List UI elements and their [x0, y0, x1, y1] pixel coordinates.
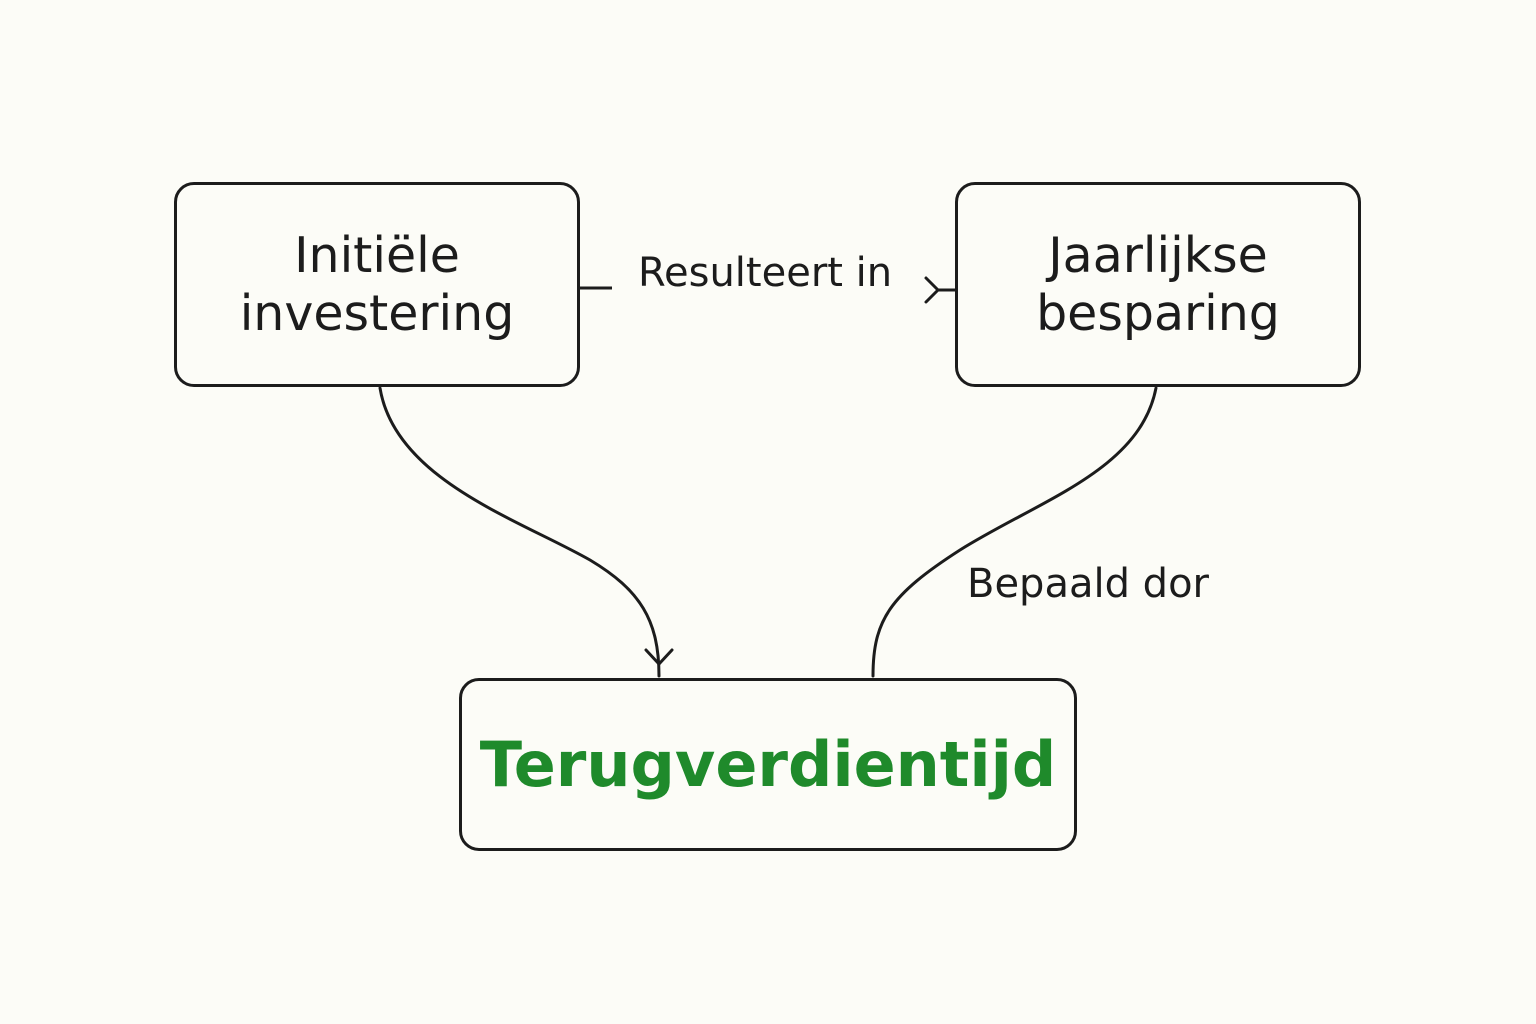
edge-line-investment-to-payback	[378, 386, 661, 678]
node-annual-savings-line2: besparing	[1036, 284, 1280, 342]
node-initial-investment-line2: investering	[239, 284, 515, 342]
edge-line-savings-to-payback	[871, 386, 1158, 678]
node-annual-savings: Jaarlijkse besparing	[955, 182, 1361, 387]
edge-label-results-in: Resulteert in	[638, 250, 893, 296]
edge-label-determined-by: Bepaald dor	[967, 561, 1209, 607]
node-initial-investment-line1: Initiële	[294, 226, 460, 284]
node-initial-investment: Initiële investering	[174, 182, 580, 387]
node-annual-savings-line1: Jaarlijkse	[1048, 226, 1268, 284]
edge-arrowhead-results-in	[924, 276, 957, 304]
edge-arrowhead-investment-to-payback	[644, 648, 674, 666]
node-payback-time-label: Terugverdientijd	[479, 727, 1057, 801]
node-payback-time: Terugverdientijd	[459, 678, 1077, 851]
